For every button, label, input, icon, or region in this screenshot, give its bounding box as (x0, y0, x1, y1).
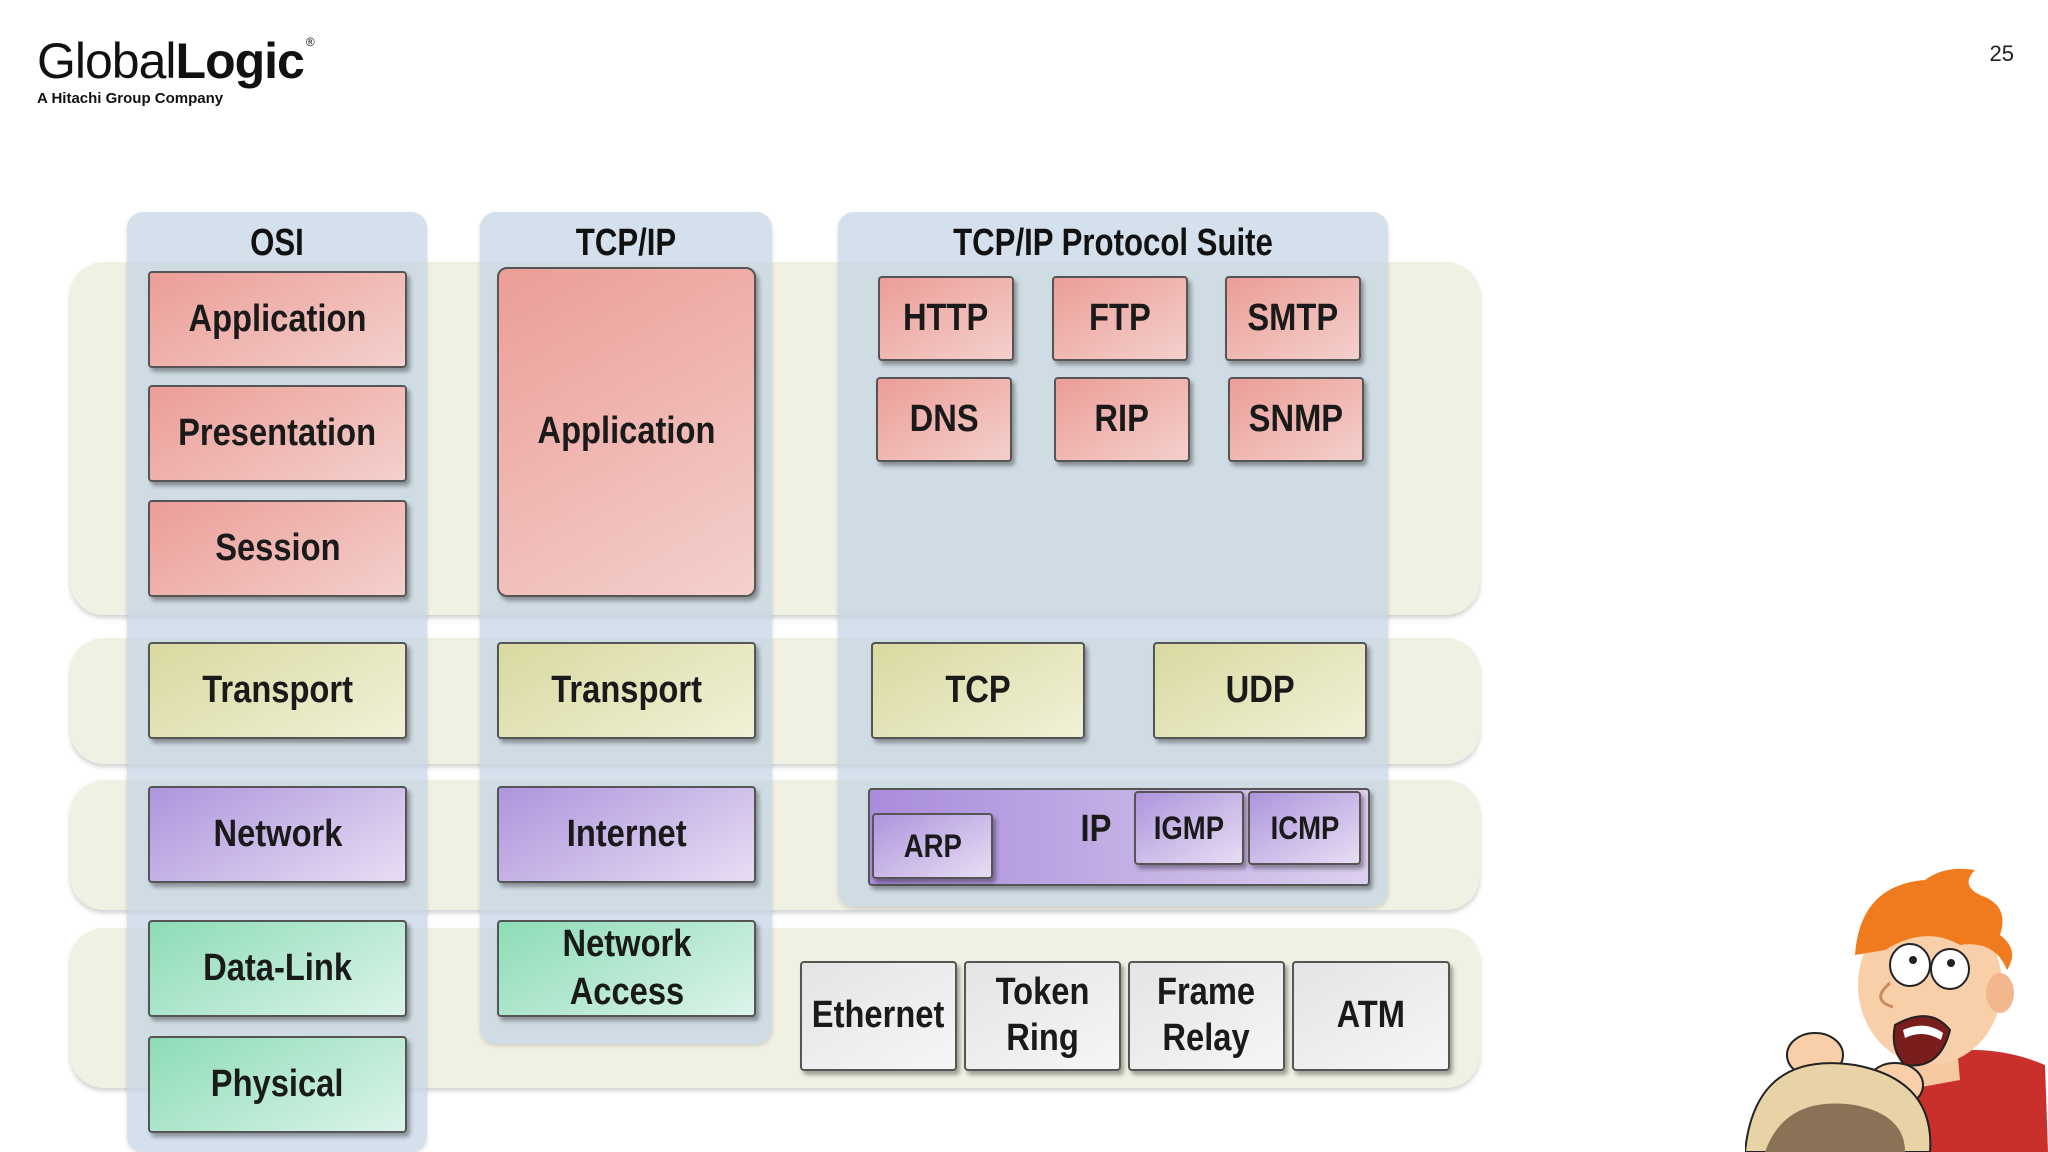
protocol-tcp: TCP (871, 642, 1085, 739)
osi-presentation-label: Presentation (178, 411, 377, 454)
protocol-udp: UDP (1153, 642, 1367, 739)
osi-network-label: Network (213, 812, 342, 855)
osi-datalink: Data-Link (148, 920, 407, 1017)
logo-wordmark: GlobalLogic® (37, 33, 315, 89)
osi-physical: Physical (148, 1036, 407, 1133)
protocol-tcp-label: TCP (945, 668, 1011, 711)
tcpip-network-access: Network Access (497, 920, 756, 1017)
osi-application-label: Application (188, 297, 367, 340)
protocol-atm-label: ATM (1336, 994, 1406, 1037)
protocol-icmp: ICMP (1248, 791, 1361, 865)
protocol-smtp-label: SMTP (1247, 296, 1339, 339)
protocol-ftp-label: FTP (1089, 296, 1151, 339)
protocol-icmp-label: ICMP (1270, 809, 1339, 846)
tcpip-transport: Transport (497, 642, 756, 739)
column-title-tcpip: TCP/IP (575, 222, 677, 264)
page-number: 25 (1989, 41, 2014, 66)
protocol-dns: DNS (876, 377, 1012, 462)
osi-session: Session (148, 500, 407, 597)
tcpip-network-access-label: Network Access (562, 923, 691, 1013)
protocol-atm: ATM (1292, 961, 1450, 1071)
protocol-dns-label: DNS (909, 397, 979, 440)
tcpip-application-label: Application (537, 410, 716, 453)
protocol-ethernet: Ethernet (800, 961, 957, 1071)
cartoon-character-icon (1745, 865, 2048, 1152)
osi-transport: Transport (148, 642, 407, 739)
osi-physical-label: Physical (211, 1062, 344, 1105)
protocol-token-ring-label: Token Ring (995, 971, 1090, 1059)
protocol-token-ring: Token Ring (964, 961, 1121, 1071)
protocol-igmp: IGMP (1134, 791, 1244, 865)
protocol-frame-relay-label: Frame Relay (1157, 971, 1256, 1059)
tcpip-application: Application (497, 267, 756, 597)
globallogic-logo: GlobalLogic® A Hitachi Group Company (37, 33, 315, 107)
protocol-http: HTTP (878, 276, 1014, 361)
protocol-arp: ARP (872, 813, 993, 879)
osi-transport-label: Transport (202, 668, 353, 711)
protocol-rip: RIP (1054, 377, 1190, 462)
tcpip-transport-label: Transport (551, 668, 702, 711)
osi-datalink-label: Data-Link (203, 946, 352, 989)
logo-reg-mark: ® (305, 35, 315, 49)
column-title-suite: TCP/IP Protocol Suite (953, 222, 1273, 264)
osi-session-label: Session (214, 526, 341, 569)
protocol-ethernet-label: Ethernet (812, 994, 945, 1037)
logo-bold: Logic (175, 33, 305, 89)
protocol-igmp-label: IGMP (1153, 809, 1225, 846)
protocol-ftp: FTP (1052, 276, 1188, 361)
protocol-frame-relay: Frame Relay (1128, 961, 1285, 1071)
protocol-snmp: SNMP (1228, 377, 1364, 462)
protocol-rip-label: RIP (1094, 397, 1150, 440)
osi-network: Network (148, 786, 407, 883)
column-title-osi: OSI (250, 222, 304, 264)
tcpip-internet: Internet (497, 786, 756, 883)
tcpip-internet-label: Internet (566, 812, 687, 855)
protocol-smtp: SMTP (1225, 276, 1361, 361)
protocol-udp-label: UDP (1225, 668, 1295, 711)
logo-tagline: A Hitachi Group Company (37, 90, 224, 107)
osi-application: Application (148, 271, 407, 368)
osi-presentation: Presentation (148, 385, 407, 482)
protocol-snmp-label: SNMP (1248, 397, 1344, 440)
logo-light: Global (37, 33, 177, 89)
protocol-arp-label: ARP (903, 827, 962, 864)
protocol-http-label: HTTP (903, 296, 989, 339)
protocol-ip-label: IP (1080, 808, 1112, 850)
